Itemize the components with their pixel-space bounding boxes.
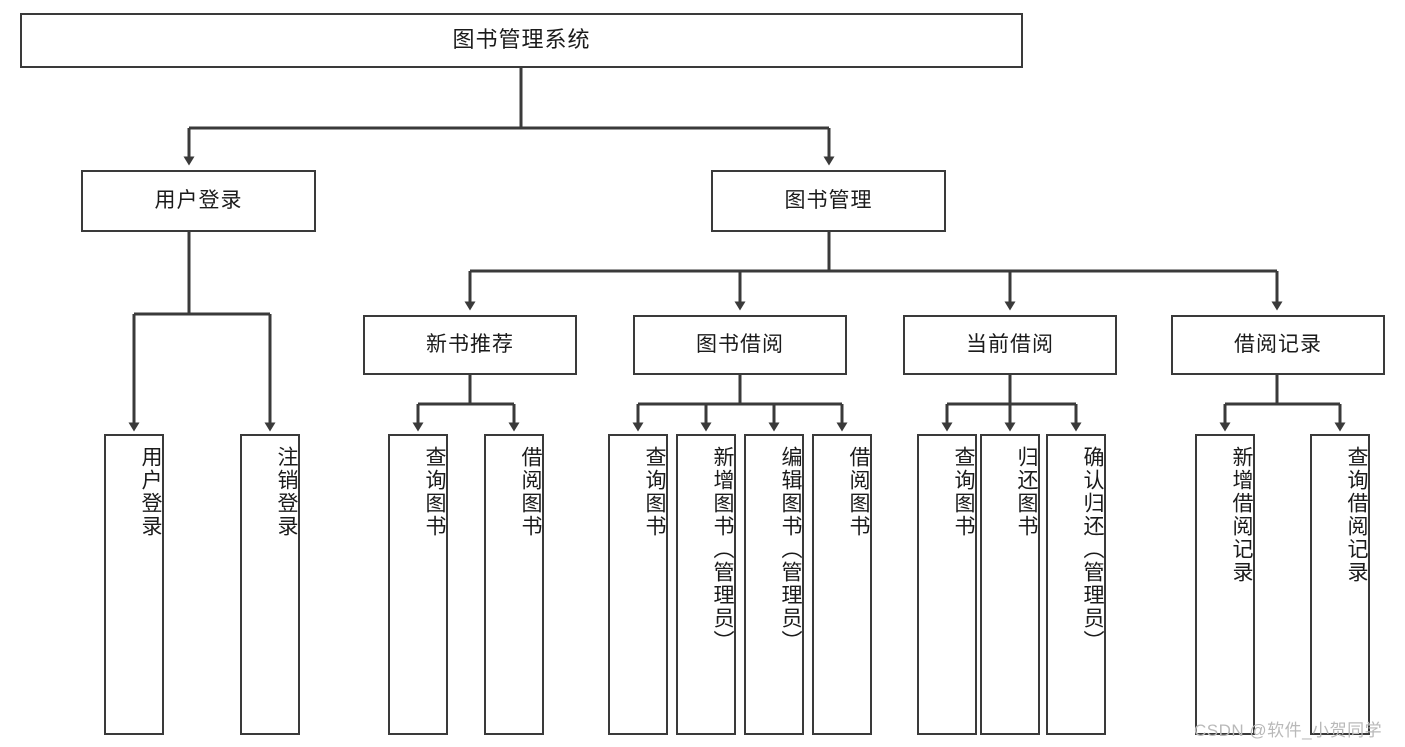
leaf-book-borrow-query-book[interactable]: 查询图书 (608, 434, 668, 735)
leaf-current-borrow-query-book[interactable]: 查询图书 (917, 434, 977, 735)
node-label: 确认归还（管理员） (1081, 446, 1104, 653)
leaf-book-borrow-add-book-admin[interactable]: 新增图书（管理员） (676, 434, 736, 735)
node-label: 用户登录 (139, 446, 162, 538)
node-label: 图书管理系统 (452, 27, 591, 53)
leaf-new-book-borrow-book[interactable]: 借阅图书 (484, 434, 544, 735)
node-label: 借阅图书 (847, 446, 870, 538)
leaf-user-login-logout[interactable]: 注销登录 (240, 434, 300, 735)
leaf-borrow-record-query-record[interactable]: 查询借阅记录 (1310, 434, 1370, 735)
node-label: 查询图书 (423, 446, 446, 538)
node-label: 查询图书 (643, 446, 666, 538)
node-label: 图书借阅 (696, 333, 784, 357)
node-book-borrow[interactable]: 图书借阅 (633, 315, 847, 375)
node-label: 查询借阅记录 (1345, 446, 1368, 584)
node-label: 新增图书（管理员） (711, 446, 734, 653)
leaf-current-borrow-confirm-return-admin[interactable]: 确认归还（管理员） (1046, 434, 1106, 735)
node-label: 查询图书 (952, 446, 975, 538)
node-label: 当前借阅 (966, 333, 1054, 357)
node-label: 借阅图书 (519, 446, 542, 538)
node-new-book-recommend[interactable]: 新书推荐 (363, 315, 577, 375)
leaf-book-borrow-edit-book-admin[interactable]: 编辑图书（管理员） (744, 434, 804, 735)
leaf-user-login-login[interactable]: 用户登录 (104, 434, 164, 735)
node-borrow-record[interactable]: 借阅记录 (1171, 315, 1385, 375)
node-label: 归还图书 (1015, 446, 1038, 538)
leaf-current-borrow-return-book[interactable]: 归还图书 (980, 434, 1040, 735)
node-label: 新增借阅记录 (1230, 446, 1253, 584)
leaf-book-borrow-borrow-book[interactable]: 借阅图书 (812, 434, 872, 735)
node-book-management[interactable]: 图书管理 (711, 170, 946, 232)
node-label: 图书管理 (784, 189, 873, 213)
node-label: 用户登录 (154, 189, 243, 213)
leaf-borrow-record-add-record[interactable]: 新增借阅记录 (1195, 434, 1255, 735)
watermark-text: CSDN @软件_小贺同学 (1194, 721, 1383, 740)
node-label: 注销登录 (275, 446, 298, 538)
node-root-book-management-system[interactable]: 图书管理系统 (20, 13, 1023, 68)
leaf-new-book-query-book[interactable]: 查询图书 (388, 434, 448, 735)
node-label: 借阅记录 (1234, 333, 1322, 357)
node-label: 编辑图书（管理员） (779, 446, 802, 653)
node-label: 新书推荐 (426, 333, 514, 357)
node-current-borrow[interactable]: 当前借阅 (903, 315, 1117, 375)
node-user-login[interactable]: 用户登录 (81, 170, 316, 232)
